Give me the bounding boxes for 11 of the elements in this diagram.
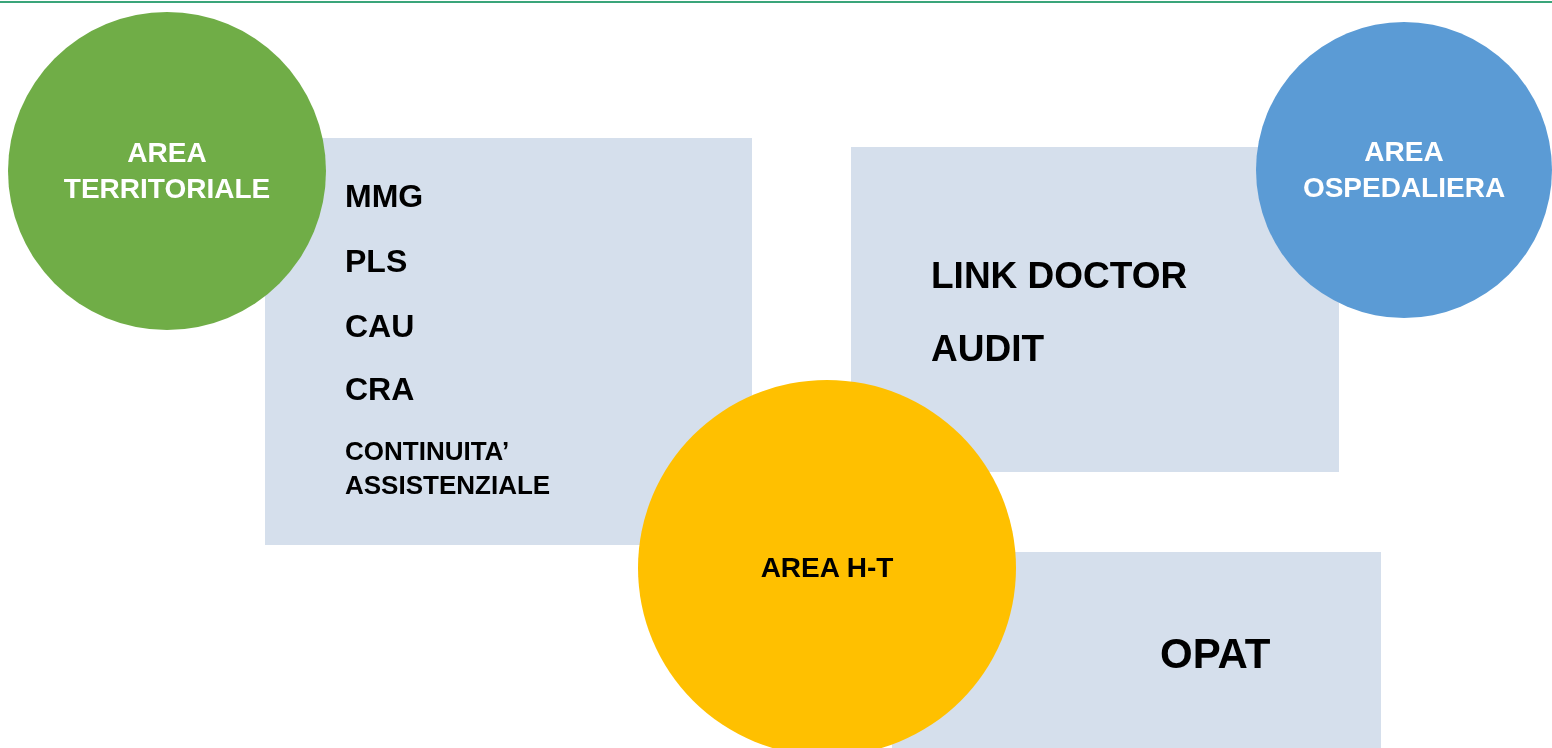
area-title: AREA TERRITORIALE bbox=[62, 135, 272, 206]
area-title: AREA OSPEDALIERA bbox=[1301, 134, 1507, 205]
item-label: OPAT bbox=[1160, 629, 1271, 679]
item-label: PLS bbox=[345, 242, 408, 281]
item-label: MMG bbox=[345, 177, 424, 216]
item-label: CRA bbox=[345, 370, 415, 409]
item-label: LINK DOCTOR bbox=[931, 254, 1188, 298]
area-title: AREA H-T bbox=[760, 550, 894, 585]
item-label: CAU bbox=[345, 307, 415, 346]
item-label: AUDIT bbox=[931, 327, 1045, 371]
item-label: CONTINUITA’ ASSISTENZIALE bbox=[345, 435, 552, 502]
